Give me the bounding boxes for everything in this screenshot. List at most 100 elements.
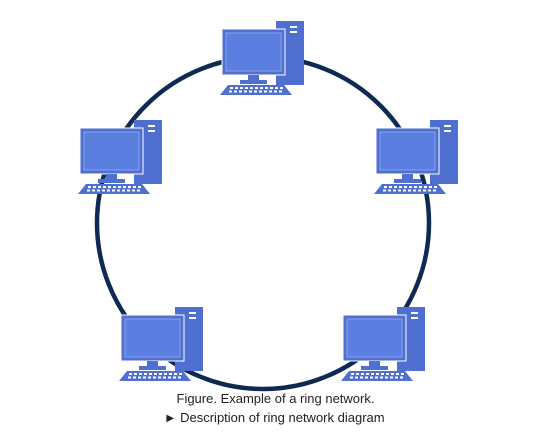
keyboard-key [388,189,391,192]
keyboard-key [265,87,268,89]
tower-drive-slot [290,26,297,28]
tower-drive-slot [148,130,155,132]
keyboard-key [123,186,126,188]
keyboard [220,85,292,95]
keyboard-key [168,376,171,379]
monitor-base [394,179,421,183]
keyboard-key [350,376,353,379]
monitor-base [139,366,166,370]
keyboard [374,184,446,194]
monitor-screen [346,318,403,358]
keyboard-key [383,189,386,192]
tower-drive-slot [290,31,297,33]
keyboard-key [429,186,432,188]
description-toggle[interactable]: ▶ Description of ring network diagram [0,410,551,427]
keyboard-key [274,90,277,93]
monitor-screen [379,131,436,171]
monitor-stand [402,174,413,180]
keyboard-key [381,373,384,375]
tower-drive-slot [411,312,418,314]
tower-drive-slot [189,317,196,319]
keyboard-key [249,90,252,93]
keyboard-key [138,186,141,188]
keyboard-key [400,376,403,379]
keyboard-key [137,189,140,192]
keyboard-key [279,90,282,93]
keyboard-key [413,189,416,192]
keyboard-key [275,87,278,89]
keyboard-key [280,87,283,89]
keyboard-key [108,186,111,188]
keyboard-key [393,189,396,192]
monitor-base [240,80,267,84]
tower-drive-slot [444,130,451,132]
keyboard-key [154,373,157,375]
keyboard-key [127,189,130,192]
keyboard-key [173,376,176,379]
keyboard-key [174,373,177,375]
keyboard-key [144,373,147,375]
keyboard-key [148,376,151,379]
monitor-stand [106,174,117,180]
keyboard-key [132,189,135,192]
keyboard-key [87,189,90,192]
keyboard-key [128,186,131,188]
description-toggle-label: Description of ring network diagram [180,410,385,425]
monitor-stand [369,361,380,367]
computer-node-bottom-left [119,307,203,381]
keyboard-key [396,373,399,375]
keyboard-key [264,90,267,93]
monitor-stand [147,361,158,367]
keyboard-key [92,189,95,192]
keyboard-key [386,373,389,375]
keyboard-key [270,87,273,89]
computer-node-right [374,120,458,194]
keyboard-key [143,376,146,379]
keyboard-key [88,186,91,188]
keyboard-key [356,373,359,375]
keyboard-key [399,186,402,188]
monitor-base [98,179,125,183]
keyboard-key [118,186,121,188]
keyboard-key [418,189,421,192]
keyboard-key [414,186,417,188]
monitor-screen [124,318,181,358]
keyboard-key [234,90,237,93]
keyboard-key [394,186,397,188]
keyboard-key [254,90,257,93]
keyboard-key [122,189,125,192]
monitor-stand [248,75,259,81]
keyboard-key [164,373,167,375]
keyboard-key [370,376,373,379]
keyboard-key [385,376,388,379]
tower-drive-slot [148,125,155,127]
keyboard-key [259,90,262,93]
keyboard-key [423,189,426,192]
keyboard-key [404,186,407,188]
keyboard-key [409,186,412,188]
keyboard-key [158,376,161,379]
keyboard-key [361,373,364,375]
keyboard-key [389,186,392,188]
keyboard-key [239,90,242,93]
triangle-right-icon: ▶ [166,413,175,424]
keyboard [78,184,150,194]
keyboard-key [244,90,247,93]
monitor-base [361,366,388,370]
tower-drive-slot [411,317,418,319]
keyboard-key [134,373,137,375]
keyboard-key [98,186,101,188]
keyboard-key [133,186,136,188]
figure-caption: Figure. Example of a ring network. [176,391,375,406]
keyboard-key [138,376,141,379]
keyboard-key [365,376,368,379]
keyboard-key [102,189,105,192]
keyboard-key [245,87,248,89]
keyboard-key [355,376,358,379]
keyboard-key [117,189,120,192]
keyboard-key [133,376,136,379]
keyboard-key [112,189,115,192]
keyboard-key [129,373,132,375]
keyboard-key [401,373,404,375]
